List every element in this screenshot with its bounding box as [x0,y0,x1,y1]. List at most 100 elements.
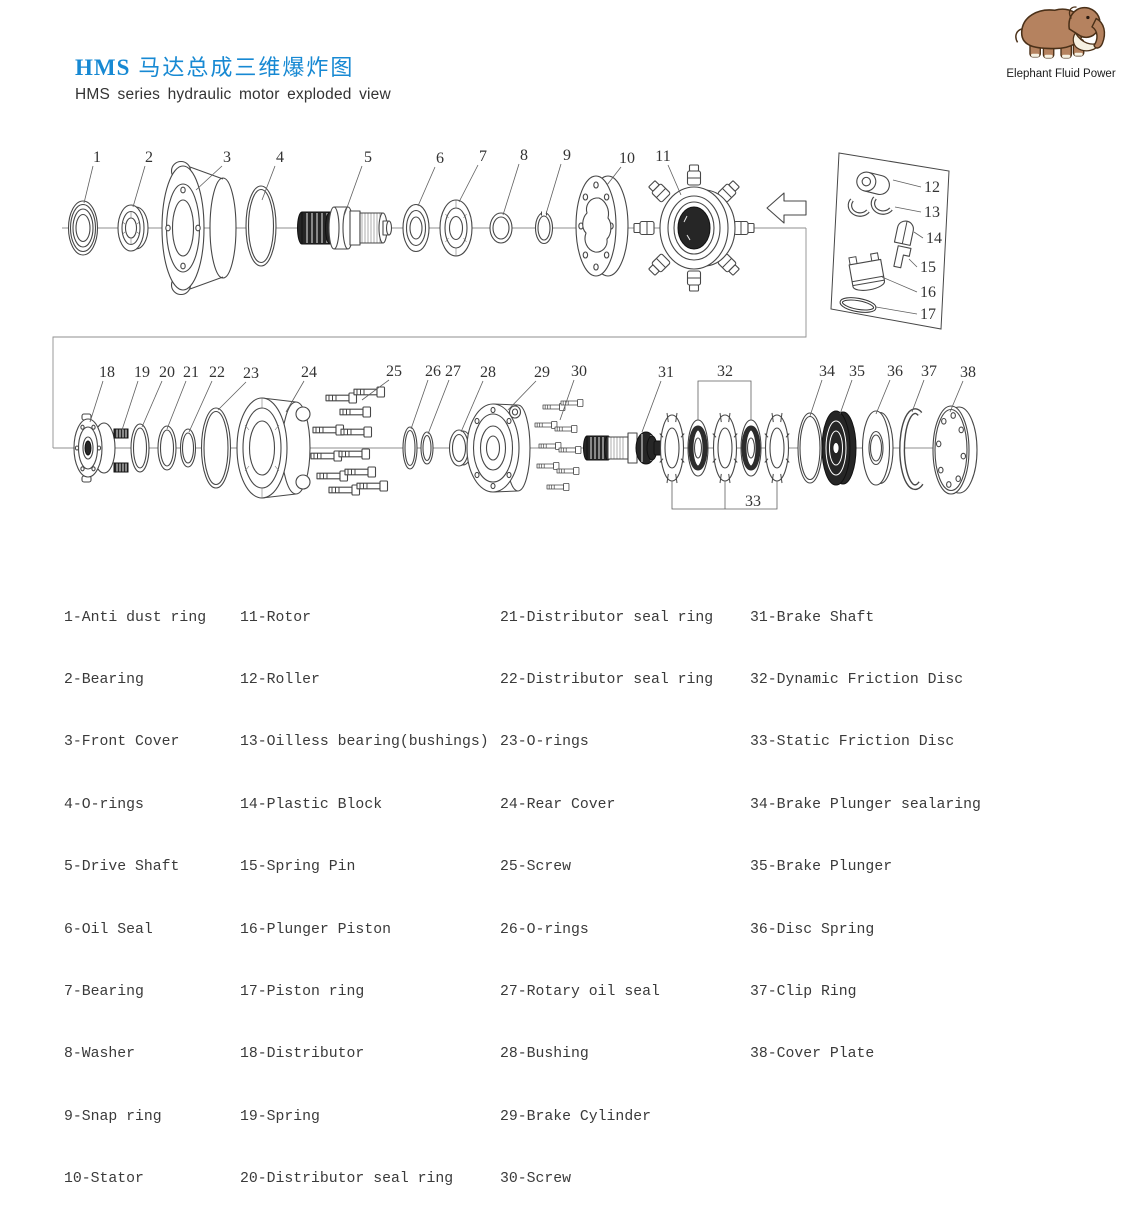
parts-list-item: 21-Distributor seal ring [500,609,714,626]
parts-list-item: 15-Spring Pin [240,859,356,876]
parts-list-item: 27-Rotary oil seal [500,983,660,1000]
callout-24: 24 [301,364,317,381]
part-screws-25 [310,386,389,496]
callout-26: 26 [425,363,441,380]
part-bearing-rear [439,199,473,257]
callout-28: 28 [480,364,496,381]
part-clip-ring [899,408,924,491]
parts-list-item: 32-Dynamic Friction Disc [750,671,964,688]
callout-16: 16 [920,284,936,301]
callout-13: 13 [924,204,940,221]
part-distributor [73,413,116,483]
part-oilless-bearing [847,196,893,217]
parts-list-item: 22-Distributor seal ring [500,671,714,688]
part-o-ring-rear [200,407,232,489]
parts-list-col-3: 21-Distributor seal ring 22-Distributor … [500,566,713,1211]
part-rear-cover [236,397,311,499]
callout-34: 34 [819,363,835,380]
title-english: HMS series hydraulic motor exploded view [75,86,391,103]
part-spring-pin [893,245,912,269]
parts-list-item: 13-Oilless bearing(bushings) [240,734,489,751]
parts-list-item: 25-Screw [500,859,572,876]
callout-33: 33 [745,493,761,510]
parts-list-item: 7-Bearing [64,983,144,1000]
part-stator [575,175,629,277]
parts-list-item: 9-Snap ring [64,1108,162,1125]
parts-list-col-1: 1-Anti dust ring 2-Bearing 3-Front Cover… [64,566,206,1211]
callout-2: 2 [145,149,153,166]
part-bearing-front [117,204,149,252]
part-washer [489,212,513,244]
callout-7: 7 [479,148,487,165]
part-snap-ring [534,211,554,245]
callout-19: 19 [134,364,150,381]
part-anti-dust-ring [67,200,99,256]
brand-text: HMS [75,55,131,80]
part-brake-plunger-sealring [797,412,823,484]
parts-list-item: 2-Bearing [64,671,144,688]
callout-31: 31 [658,364,674,381]
part-o-ring-front [245,185,277,267]
callout-29: 29 [534,364,550,381]
part-piston-ring [839,297,877,313]
parts-list-item: 19-Spring [240,1108,320,1125]
parts-list-item: 37-Clip Ring [750,983,857,1000]
parts-list-item: 31-Brake Shaft [750,609,875,626]
part-rotary-oil-seal [420,431,434,465]
part-brake-cylinder [466,403,531,493]
page-title: HMS 马达总成三维爆炸图 [75,50,391,82]
part-rotor [633,164,755,292]
callout-12: 12 [924,179,940,196]
callout-21: 21 [183,364,199,381]
part-distributor-seal-ring-20 [130,423,150,473]
part-plastic-block [893,220,914,246]
callout-15: 15 [920,259,936,276]
parts-list-col-4: 31-Brake Shaft 32-Dynamic Friction Disc … [750,566,981,1086]
part-brake-shaft [583,431,664,465]
callout-1: 1 [93,149,101,166]
parts-list-item: 17-Piston ring [240,983,365,1000]
page-header: HMS 马达总成三维爆炸图 HMS series hydraulic motor … [75,50,391,104]
exploded-view-diagram: 1 2 3 4 5 6 7 8 9 10 11 12 13 14 15 16 1… [52,147,978,510]
mammoth-logo-icon [1015,6,1106,59]
parts-list-item: 1-Anti dust ring [64,609,207,626]
callout-numbers: 1 2 3 4 5 6 7 8 9 10 11 12 13 14 15 16 1… [93,147,976,510]
parts-list-item: 38-Cover Plate [750,1046,875,1063]
part-springs [113,428,129,473]
callout-11: 11 [655,148,670,165]
direction-arrow-icon [766,192,807,224]
parts-list-item: 35-Brake Plunger [750,859,893,876]
part-brake-plunger [821,410,857,486]
part-distributor-seal-ring-21 [157,425,177,471]
part-distributor-seal-ring-22 [179,428,197,468]
page: { "header": { "brand": "HMS", "title_zh"… [52,6,1116,1188]
logo-caption: Elephant Fluid Power [1006,68,1116,80]
parts-list-item: 3-Front Cover [64,734,180,751]
callout-30: 30 [571,363,587,380]
callout-23: 23 [243,365,259,382]
title-chinese: 马达总成三维爆炸图 [138,55,355,80]
leader-lines [83,163,964,510]
parts-list-item: 4-O-rings [64,796,144,813]
callout-32: 32 [717,363,733,380]
callout-36: 36 [887,363,903,380]
parts-list-item: 12-Roller [240,671,320,688]
parts-list-item: 20-Distributor seal ring [240,1171,454,1188]
callout-14: 14 [926,230,942,247]
parts-list-item: 28-Bushing [500,1046,589,1063]
part-plunger-piston [848,252,886,291]
callout-10: 10 [619,150,635,167]
part-static-friction-discs [659,412,790,484]
part-o-ring-26 [402,426,418,470]
parts-list-item: 11-Rotor [240,609,312,626]
parts-list-item: 34-Brake Plunger sealaring [750,796,981,813]
callout-3: 3 [223,149,231,166]
parts-list-item: 23-O-rings [500,734,589,751]
parts-list-item: 33-Static Friction Disc [750,734,955,751]
callout-9: 9 [563,147,571,164]
callout-5: 5 [364,149,372,166]
parts-list-item: 14-Plastic Block [240,796,383,813]
part-screws-30 [534,399,584,491]
callout-38: 38 [960,364,976,381]
parts-list-item: 10-Stator [64,1171,144,1188]
